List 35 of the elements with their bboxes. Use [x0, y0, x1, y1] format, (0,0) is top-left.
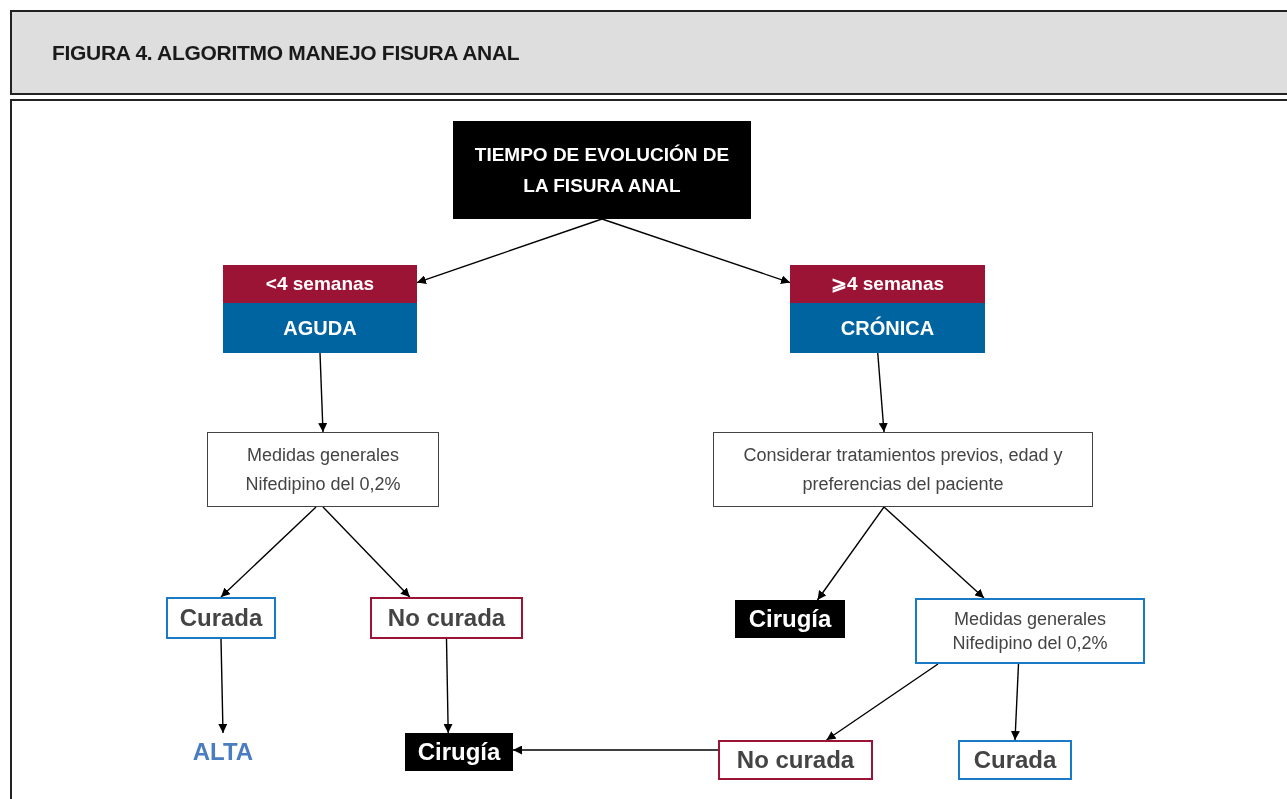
category-band: CRÓNICA — [790, 303, 985, 353]
arrow — [443, 638, 453, 734]
duration-band: <4 semanas — [223, 265, 417, 303]
arrow — [416, 218, 603, 284]
outcome-box: No curada — [370, 597, 523, 639]
process-box — [915, 598, 1145, 664]
arrow — [318, 352, 328, 433]
arrow — [601, 218, 791, 284]
arrow — [816, 506, 885, 601]
outcome-label: ALTA — [186, 733, 260, 771]
figure-title: FIGURA 4. ALGORITMO MANEJO FISURA ANAL — [52, 41, 520, 65]
process-box — [453, 121, 751, 219]
box-text: TIEMPO DE EVOLUCIÓN DE LA FISURA ANAL — [473, 142, 731, 198]
arrow — [220, 506, 317, 598]
outcome-box: Curada — [166, 597, 276, 639]
outcome-box: Cirugía — [735, 600, 845, 638]
box-text: Medidas generales — [953, 607, 1107, 631]
box-text: Nifedipino del 0,2% — [952, 632, 1108, 655]
arrow — [512, 745, 719, 755]
arrow — [218, 638, 228, 734]
outcome-box: Curada — [958, 740, 1072, 780]
duration-band: ⩾4 semanas — [790, 265, 985, 303]
box-text: Medidas generales — [246, 443, 400, 467]
arrow — [877, 352, 888, 433]
arrow — [1010, 663, 1020, 741]
arrow — [825, 663, 939, 741]
box-text: Nifedipino del 0,2% — [245, 472, 401, 496]
process-box — [713, 432, 1093, 507]
process-box — [207, 432, 439, 507]
outcome-box: Cirugía — [405, 733, 513, 771]
arrow — [322, 506, 411, 598]
arrow — [883, 506, 985, 599]
box-text: Considerar tratamientos previos, edad y preferencias del paciente — [742, 443, 1064, 496]
category-band: AGUDA — [223, 303, 417, 353]
outcome-box: No curada — [718, 740, 873, 780]
